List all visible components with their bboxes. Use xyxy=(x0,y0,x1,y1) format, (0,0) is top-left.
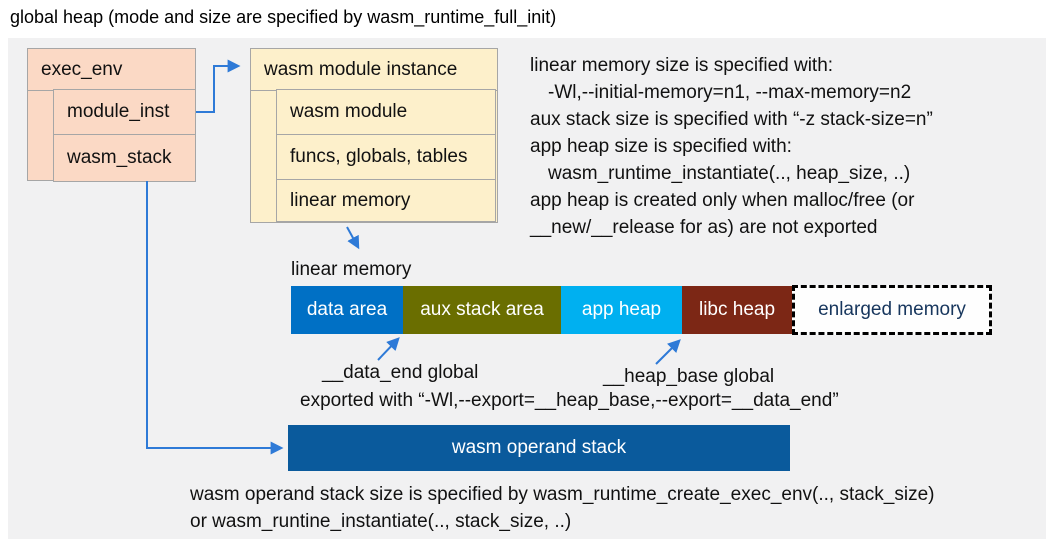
module-instance-title: wasm module instance xyxy=(251,49,497,91)
heap-base-global-label: __heap_base global xyxy=(603,366,775,387)
wasm-module-box: wasm module xyxy=(276,89,496,135)
note-line: -Wl,--initial-memory=n1, --max-memory=n2 xyxy=(548,82,912,103)
footer-line: or wasm_runtine_instantiate(.., stack_si… xyxy=(190,511,572,532)
note-line: app heap size is specified with: xyxy=(530,136,792,157)
size-notes: linear memory size is specified with: -W… xyxy=(530,52,933,241)
exec-env-title: exec_env xyxy=(28,49,195,91)
wasm-stack-box: wasm_stack xyxy=(53,134,196,182)
exec-env-box: exec_env module_inst wasm_stack xyxy=(27,48,196,182)
funcs-globals-tables-box: funcs, globals, tables xyxy=(276,134,496,180)
linear-memory-label: linear memory xyxy=(291,259,412,280)
note-line: __new/__release for as) are not exported xyxy=(530,217,878,238)
segment-aux-stack-area: aux stack area xyxy=(403,286,561,334)
data-end-global-label: __data_end global xyxy=(322,362,479,383)
diagram-title: global heap (mode and size are specified… xyxy=(10,7,557,27)
linear-memory-box: linear memory xyxy=(276,179,496,222)
note-line: linear memory size is specified with: xyxy=(530,55,834,76)
segment-enlarged-memory: enlarged memory xyxy=(792,285,992,335)
export-flags-label: exported with “-Wl,--export=__heap_base,… xyxy=(300,390,839,411)
operand-stack-notes: wasm operand stack size is specified by … xyxy=(190,481,935,535)
note-line: app heap is created only when malloc/fre… xyxy=(530,190,915,211)
linear-memory-bar: data area aux stack area app heap libc h… xyxy=(291,285,992,335)
footer-line: wasm operand stack size is specified by … xyxy=(190,484,935,505)
segment-app-heap: app heap xyxy=(561,286,682,334)
segment-libc-heap: libc heap xyxy=(682,286,792,334)
wasm-operand-stack-bar: wasm operand stack xyxy=(288,425,790,471)
note-line: aux stack size is specified with “-z sta… xyxy=(530,109,933,130)
segment-data-area: data area xyxy=(291,286,403,334)
note-line: wasm_runtime_instantiate(.., heap_size, … xyxy=(548,163,911,184)
module-inst-box: module_inst xyxy=(53,89,196,135)
module-instance-box: wasm module instance wasm module funcs, … xyxy=(250,48,498,223)
